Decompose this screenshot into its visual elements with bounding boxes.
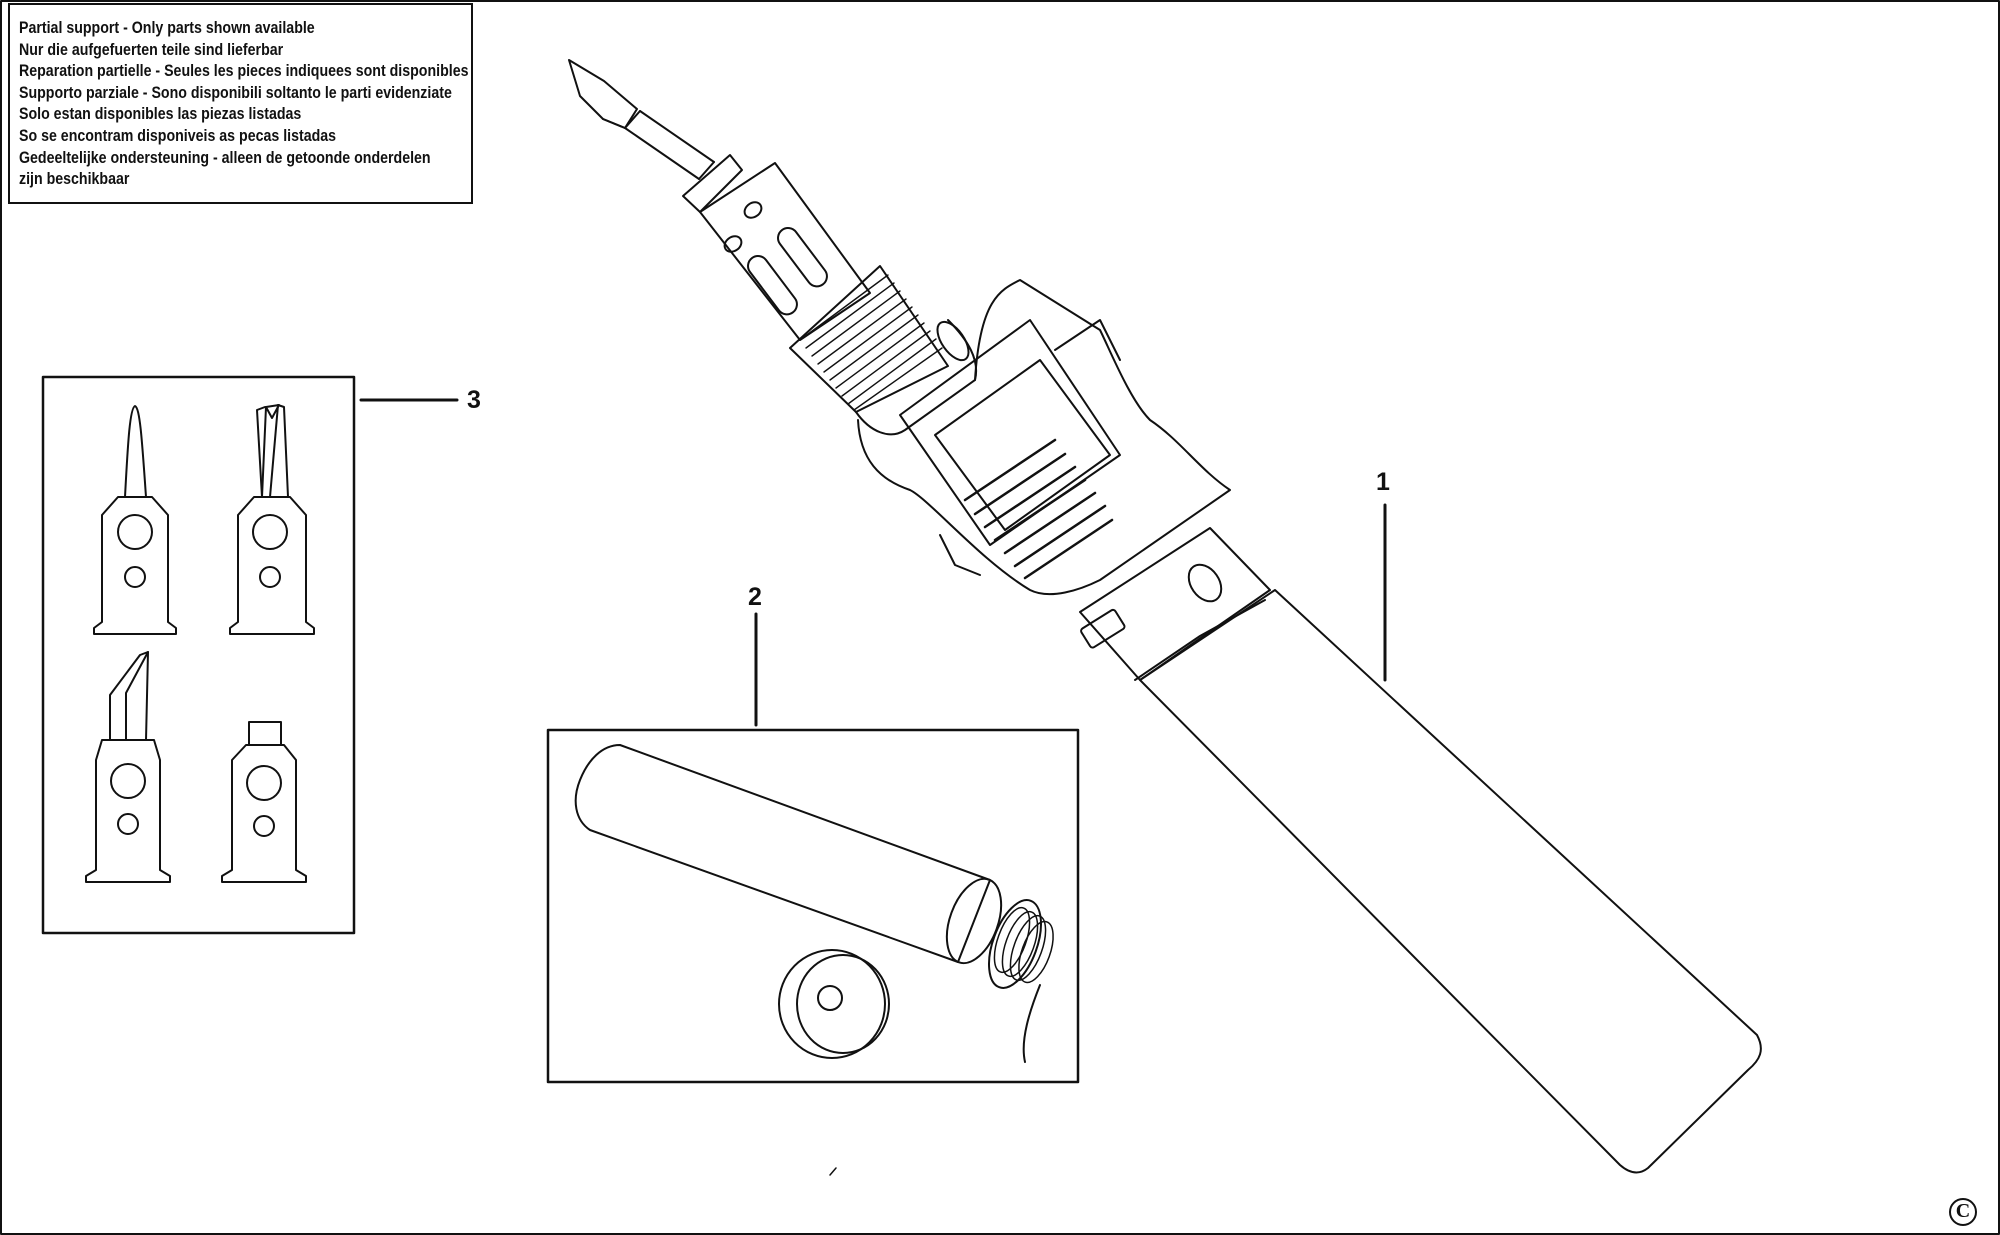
notice-line: Partial support - Only parts shown avail… (19, 19, 315, 37)
notice-line: Supporto parziale - Sono disponibili sol… (19, 83, 452, 102)
callout-part-1: 1 (1376, 468, 1390, 496)
cartridge-box (546, 728, 1080, 1084)
notice-line: Nur die aufgefuerten teile sind lieferba… (19, 40, 284, 59)
soldering-iron-icon (568, 59, 1762, 1174)
gas-cartridge-icon (574, 744, 1054, 1063)
tips-box (41, 375, 356, 935)
notice-line: Solo estan disponibles las piezas listad… (19, 105, 302, 124)
notice-line: zijn beschikbaar (19, 170, 130, 189)
partial-support-notice: Partial support - Only parts shown avail… (8, 3, 473, 204)
copyright-icon: C (1949, 1198, 1977, 1226)
callout-part-2: 2 (748, 583, 762, 611)
notice-line: Reparation partielle - Seules les pieces… (19, 62, 469, 81)
soldering-tips-icon (85, 404, 315, 883)
callout-part-3: 3 (467, 386, 481, 414)
notice-line: So se encontram disponiveis as pecas lis… (19, 126, 337, 145)
notice-line: Gedeeltelijke ondersteuning - alleen de … (19, 148, 431, 167)
